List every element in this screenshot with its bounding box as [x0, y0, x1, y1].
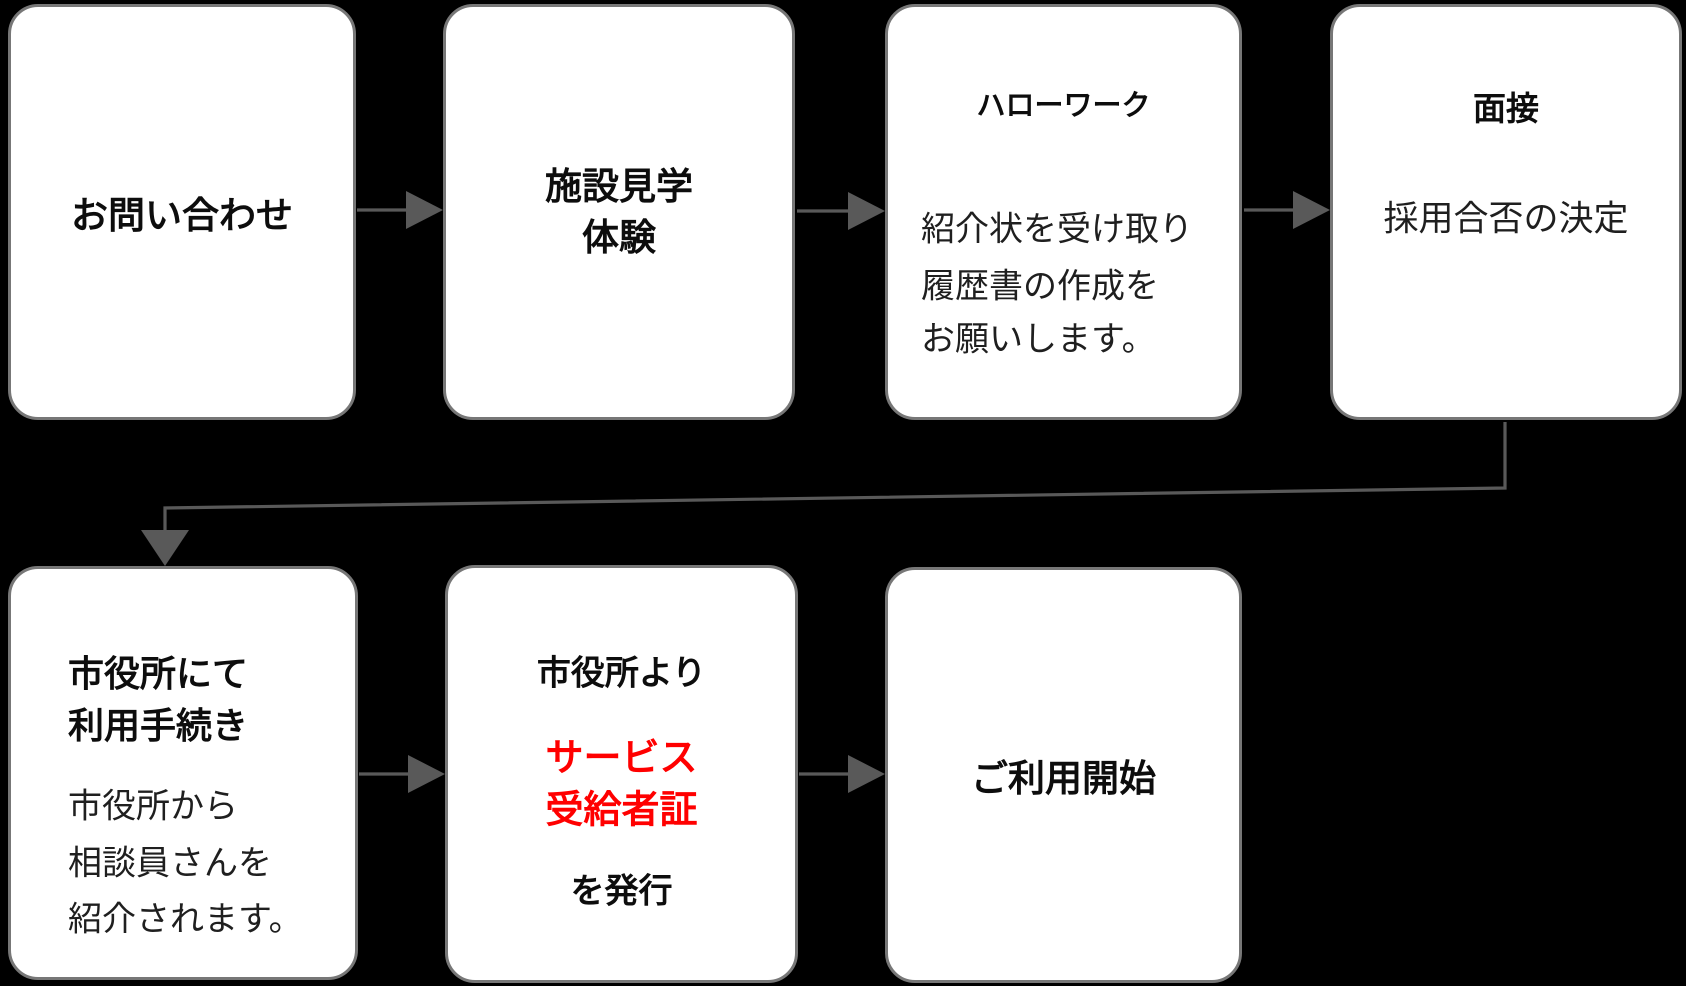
arrow-city-hall-to-certificate: [359, 755, 445, 793]
step-certificate-highlight-line1: サービス: [545, 737, 698, 780]
step-hellowork-title: ハローワーク: [976, 90, 1151, 122]
step-certificate-highlight-line2: 受給者証: [545, 789, 698, 832]
step-interview-body: 採用合否の決定: [1383, 199, 1629, 239]
step-contact-box: お問い合わせ: [8, 4, 356, 420]
step-interview-box: 面接 採用合否の決定: [1330, 4, 1682, 420]
step-city-hall-box: 市役所にて 利用手続き 市役所から 相談員さんを 紹介されます。: [8, 566, 358, 980]
step-start-box: ご利用開始: [885, 567, 1242, 983]
arrow-hellowork-to-interview: [1244, 191, 1330, 229]
step-tour-title-line2: 体験: [582, 217, 656, 258]
step-hellowork-box: ハローワーク 紹介状を受け取り 履歴書の作成を お願いします。: [885, 4, 1242, 420]
arrow-tour-to-hellowork: [797, 192, 885, 230]
step-interview-title: 面接: [1473, 90, 1539, 127]
step-city-hall-body-line2: 相談員さんを: [68, 844, 272, 883]
arrow-certificate-to-start: [799, 755, 885, 793]
step-city-hall-title-line2: 利用手続き: [68, 705, 249, 746]
step-hellowork-body-line1: 紹介状を受け取り: [921, 210, 1193, 249]
step-tour-title-line1: 施設見学: [545, 166, 693, 207]
step-certificate-box: 市役所より サービス 受給者証 を発行: [445, 565, 798, 983]
step-city-hall-body-line1: 市役所から: [68, 787, 238, 826]
connector-interview-to-city-hall: [141, 422, 1507, 566]
arrow-contact-to-tour: [357, 191, 443, 229]
step-contact-title: お問い合わせ: [71, 195, 293, 236]
step-hellowork-body-line3: お願いします。: [921, 320, 1156, 359]
step-certificate-prefix: 市役所より: [536, 654, 707, 693]
step-start-title: ご利用開始: [971, 758, 1156, 799]
step-certificate-suffix: を発行: [570, 872, 673, 911]
step-city-hall-title-line1: 市役所にて: [68, 653, 249, 694]
step-tour-box: 施設見学 体験: [443, 4, 795, 420]
step-hellowork-body-line2: 履歴書の作成を: [921, 267, 1159, 306]
step-city-hall-body-line3: 紹介されます。: [68, 900, 303, 939]
